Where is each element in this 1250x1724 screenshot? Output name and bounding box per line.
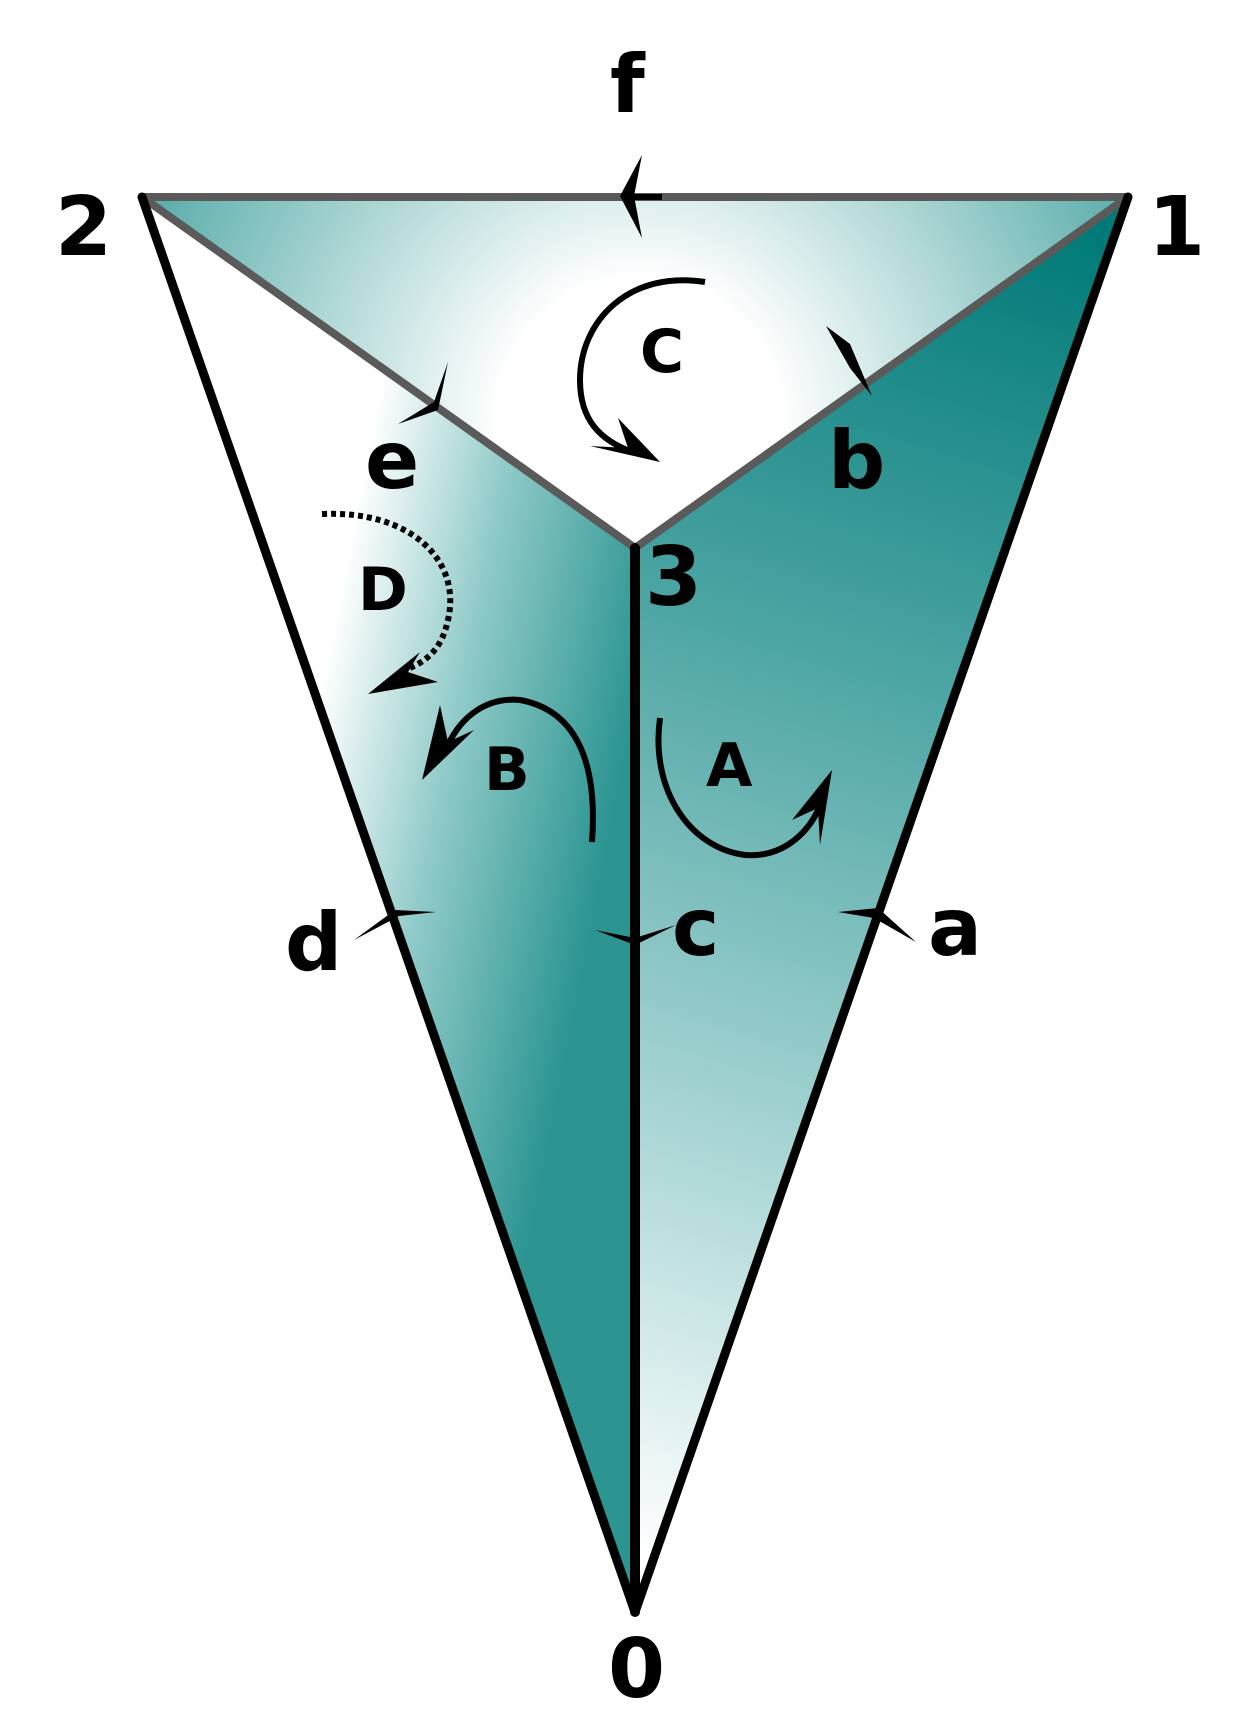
edge-d-arrowhead	[354, 910, 436, 940]
face-C-arrowhead	[590, 418, 660, 462]
vertex-label-1: 1	[1148, 180, 1205, 275]
edge-c-arrowhead	[595, 925, 676, 945]
face-A-arrow	[655, 717, 825, 859]
edge-label-a: a	[928, 881, 982, 974]
vertex-label-3: 3	[645, 530, 702, 625]
edge-b-arrowhead	[826, 326, 872, 396]
face-A-arrowhead	[792, 770, 832, 845]
vertex-label-0: 0	[608, 1622, 665, 1717]
edge-d	[137, 192, 640, 1617]
face-D-arrow	[321, 510, 454, 671]
face-D-arrowhead	[368, 652, 438, 694]
face-label-D: D	[358, 555, 408, 625]
face-B-arrowhead	[422, 705, 474, 780]
edge-f-arrowhead-bar	[634, 194, 662, 200]
vertex-label-2: 2	[55, 180, 112, 275]
edge-b	[632, 193, 1131, 552]
face-B-arrow	[445, 696, 596, 843]
face-label-C: C	[640, 317, 684, 387]
edge-label-b: b	[828, 414, 885, 507]
edge-e-arrowhead	[398, 362, 448, 424]
edge-f-arrowhead	[620, 155, 642, 238]
edge-label-d: d	[285, 896, 342, 989]
edge-label-c: c	[672, 881, 719, 974]
edge-label-f: f	[610, 38, 646, 131]
edge-a	[630, 192, 1133, 1617]
face-C-arrow	[576, 277, 706, 455]
face-label-A: A	[706, 731, 753, 801]
edge-a-arrowhead	[838, 908, 916, 942]
face-top	[142, 197, 1128, 548]
edge-label-e: e	[365, 414, 419, 507]
edge-e	[139, 193, 638, 552]
face-label-B: B	[484, 735, 530, 805]
